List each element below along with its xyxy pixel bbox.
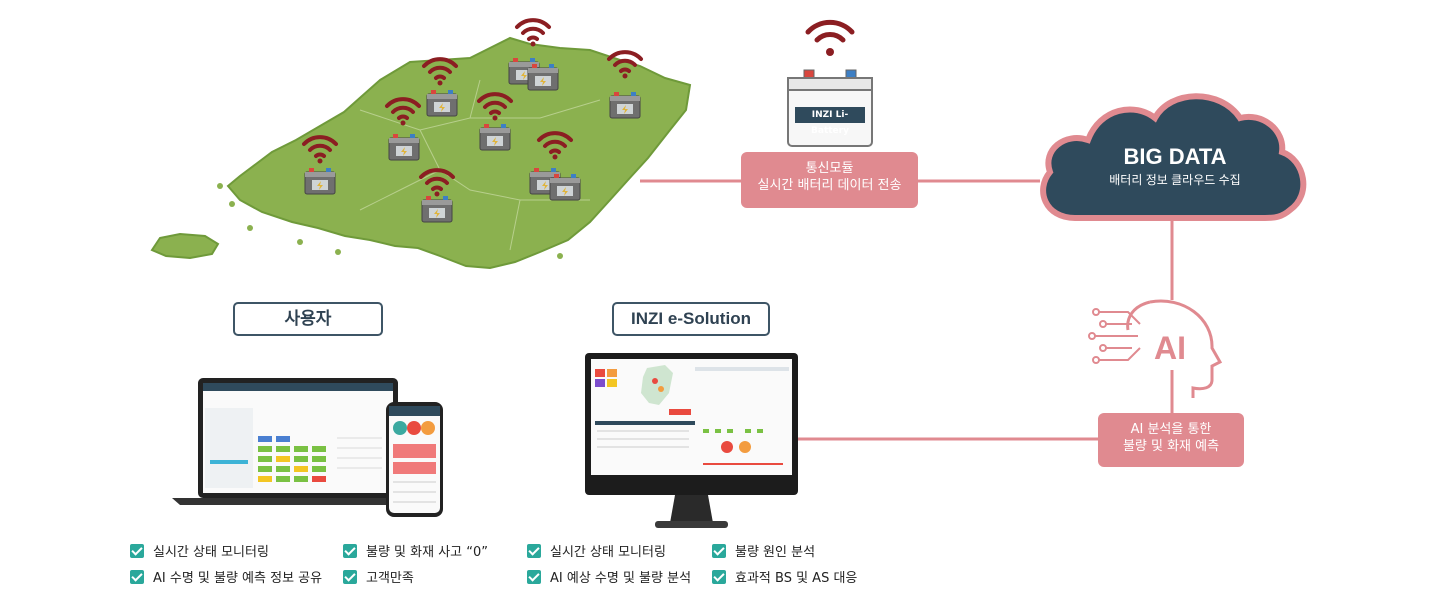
solution-feature-item: 불량 원인 분석 [712, 541, 815, 560]
user-feature-item: 고객만족 [343, 567, 414, 586]
feature-label: 불량 및 화재 사고 “0” [366, 545, 488, 560]
comm-module-line1: 통신모듈 [805, 161, 854, 176]
battery-icon [609, 91, 641, 119]
user-feature-item: AI 수명 및 불량 예측 정보 공유 [130, 567, 322, 586]
feature-label: 효과적 BS 및 AS 대응 [735, 571, 858, 586]
comm-module-box: 통신모듈 실시간 배터리 데이터 전송 [741, 152, 918, 208]
feature-label: AI 예상 수명 및 불량 분석 [550, 571, 692, 586]
battery-icon [388, 133, 420, 161]
feature-label: 실시간 상태 모니터링 [550, 545, 666, 560]
feature-label: 실시간 상태 모니터링 [153, 545, 269, 560]
phone-illustration [386, 402, 443, 517]
ai-box-line2: 불량 및 화재 예측 [1122, 439, 1220, 454]
battery-label: INZI Li-Battery [795, 107, 865, 136]
battery-icon [304, 167, 336, 195]
comm-module-line2: 실시간 배터리 데이터 전송 [757, 178, 902, 193]
check-icon [527, 543, 541, 558]
solution-feature-item: 효과적 BS 및 AS 대응 [712, 567, 857, 586]
check-icon [712, 543, 726, 558]
korea-map [150, 18, 692, 270]
battery-icon [527, 63, 559, 91]
big-data-title: BIG DATA [1123, 144, 1227, 169]
big-data-subtitle: 배터리 정보 클라우드 수집 [1109, 173, 1241, 187]
user-feature-item: 실시간 상태 모니터링 [130, 541, 269, 560]
feature-label: 고객만족 [366, 571, 414, 586]
check-icon [712, 569, 726, 584]
battery-icon [421, 195, 453, 223]
cloud-icon [1040, 93, 1307, 221]
solution-section-title: INZI e-Solution [612, 302, 770, 336]
ai-head-icon [1088, 299, 1223, 398]
solution-feature-item: 실시간 상태 모니터링 [527, 541, 666, 560]
user-section-title: 사용자 [233, 302, 383, 336]
solution-feature-item: AI 예상 수명 및 불량 분석 [527, 567, 691, 586]
check-icon [527, 569, 541, 584]
check-icon [343, 569, 357, 584]
monitor-illustration [585, 353, 798, 528]
ai-box-line1: AI 분석을 통한 [1130, 422, 1212, 437]
ai-label: AI [1154, 330, 1186, 366]
user-feature-item: 불량 및 화재 사고 “0” [343, 541, 488, 560]
check-icon [130, 543, 144, 558]
feature-label: AI 수명 및 불량 예측 정보 공유 [153, 571, 323, 586]
laptop-illustration [172, 378, 412, 505]
battery-icon [426, 89, 458, 117]
check-icon [343, 543, 357, 558]
check-icon [130, 569, 144, 584]
battery-icon [549, 173, 581, 201]
battery-icon [479, 123, 511, 151]
ai-analysis-box: AI 분석을 통한 불량 및 화재 예측 [1098, 413, 1244, 467]
feature-label: 불량 원인 분석 [735, 545, 816, 560]
